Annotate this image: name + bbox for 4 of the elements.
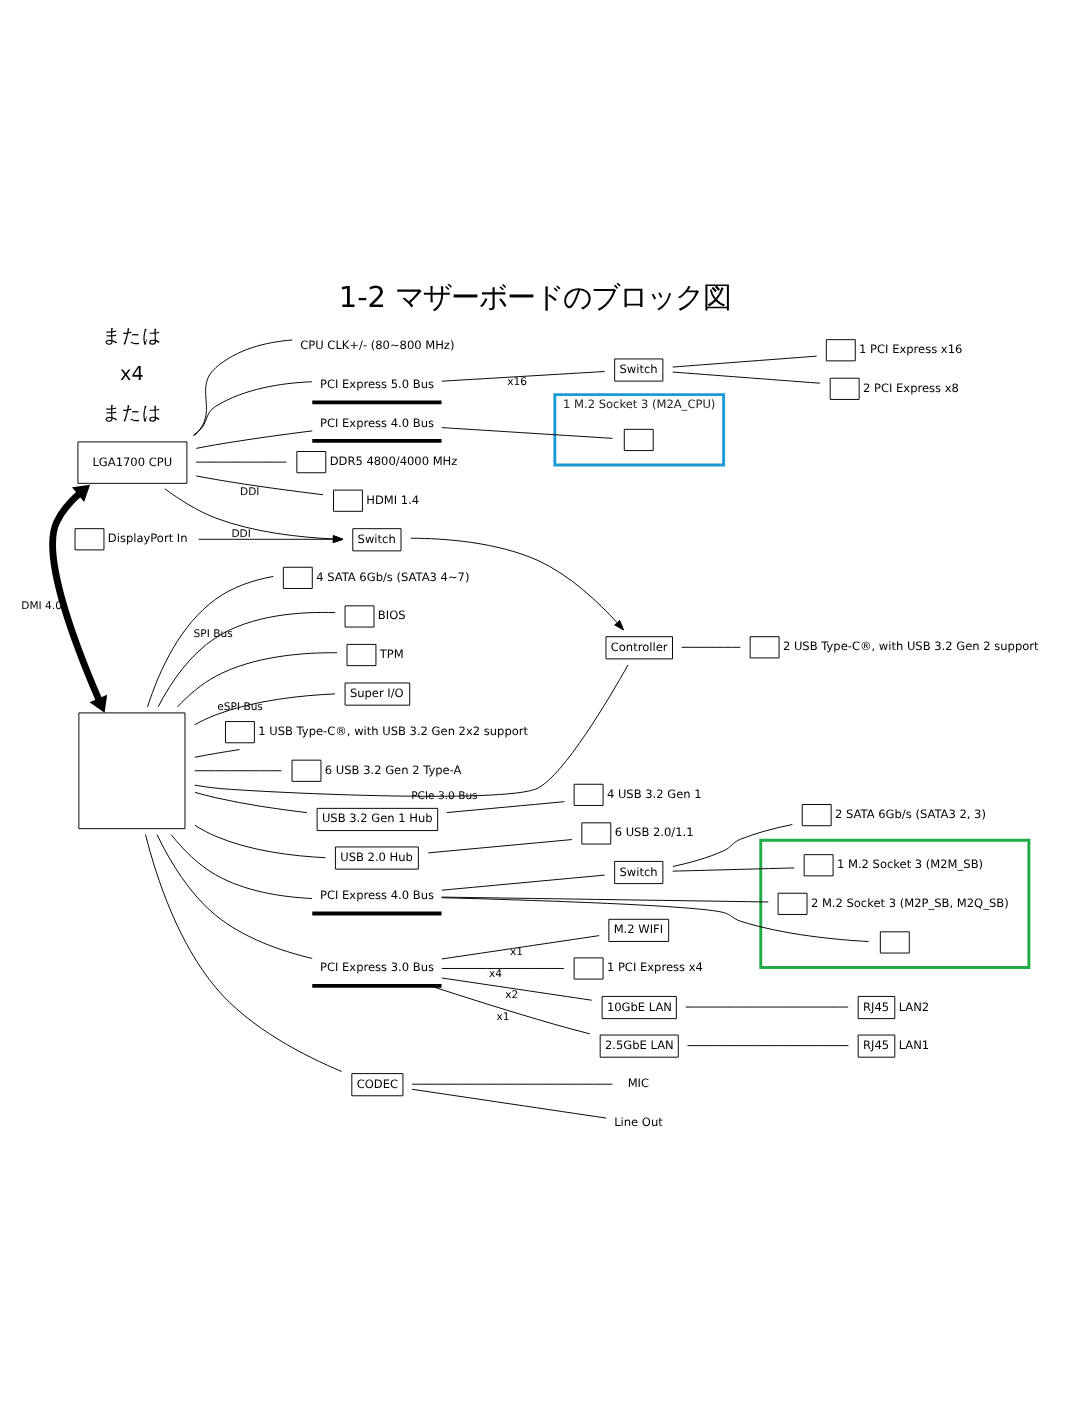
label: または xyxy=(101,325,162,348)
diagram-title: 1-2 マザーボードのブロック図 xyxy=(338,282,732,315)
label: x4 xyxy=(120,364,144,387)
label: または xyxy=(101,402,162,425)
